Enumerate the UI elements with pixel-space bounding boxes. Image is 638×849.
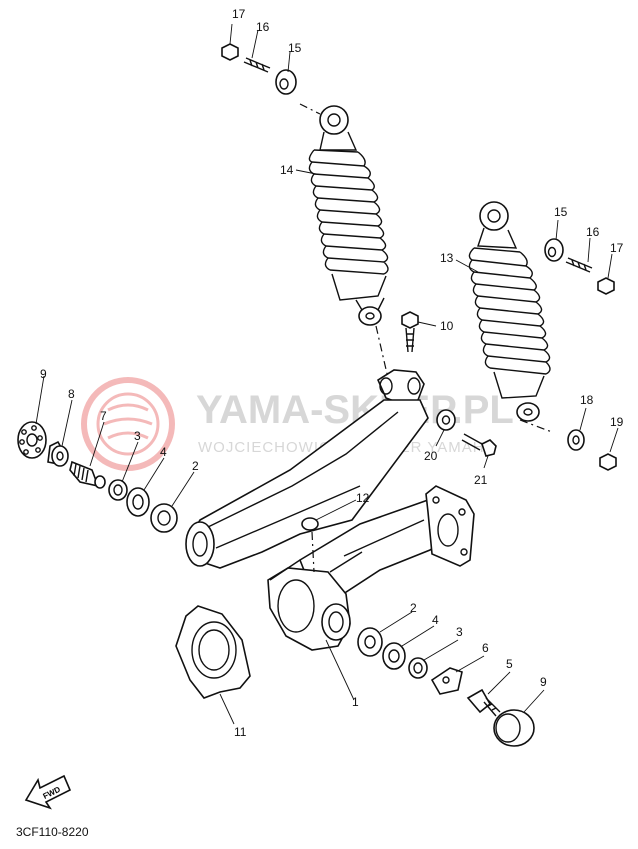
- label-5: 5: [506, 657, 513, 671]
- label-4-left: 4: [160, 445, 167, 459]
- label-16-top: 16: [256, 20, 270, 34]
- label-3-right: 3: [456, 625, 463, 639]
- label-14: 14: [280, 163, 294, 177]
- label-13: 13: [440, 251, 454, 265]
- label-2-right: 2: [410, 601, 417, 615]
- label-6: 6: [482, 641, 489, 655]
- chain-guide-11: [175, 605, 251, 699]
- right-bearing-stack: [357, 627, 535, 747]
- part-labels: 17 16 15 14 15 16 17 13 10 9 8 7 3 4 2 1…: [40, 7, 624, 739]
- label-8: 8: [68, 387, 75, 401]
- label-7: 7: [100, 409, 107, 423]
- label-15-right: 15: [554, 205, 568, 219]
- grease-nipple-12: [301, 517, 319, 573]
- label-16-right: 16: [586, 225, 600, 239]
- upper-left-hardware: [221, 43, 297, 95]
- watermark-logo: [81, 377, 175, 471]
- label-15-top: 15: [288, 41, 302, 55]
- shock-absorber-14: [308, 105, 389, 326]
- upper-right-hardware: [544, 238, 615, 295]
- swingarm-1: [185, 369, 475, 651]
- left-bearing-stack: [17, 421, 178, 533]
- label-18: 18: [580, 393, 594, 407]
- label-9-right: 9: [540, 675, 547, 689]
- label-12: 12: [356, 491, 370, 505]
- centerline-shock-13: [519, 419, 553, 433]
- label-3-left: 3: [134, 429, 141, 443]
- label-21: 21: [474, 473, 488, 487]
- fwd-arrow: FWD: [24, 774, 72, 810]
- label-17-right: 17: [610, 241, 624, 255]
- label-11: 11: [234, 725, 247, 739]
- label-2-left: 2: [192, 459, 199, 473]
- label-1: 1: [352, 695, 359, 709]
- label-9-left: 9: [40, 367, 47, 381]
- shock-absorber-13: [468, 201, 551, 422]
- label-19: 19: [610, 415, 624, 429]
- centerline-shock-14: [375, 325, 389, 379]
- right-hardware: [436, 409, 617, 471]
- label-17-top: 17: [232, 7, 246, 21]
- label-10: 10: [440, 319, 454, 333]
- diagram-code: 3CF110-8220: [16, 825, 89, 839]
- bolt-10: [401, 311, 419, 353]
- leader-lines: [35, 23, 619, 725]
- label-20: 20: [424, 449, 438, 463]
- label-4-right: 4: [432, 613, 439, 627]
- centerline-top-left: [299, 103, 321, 115]
